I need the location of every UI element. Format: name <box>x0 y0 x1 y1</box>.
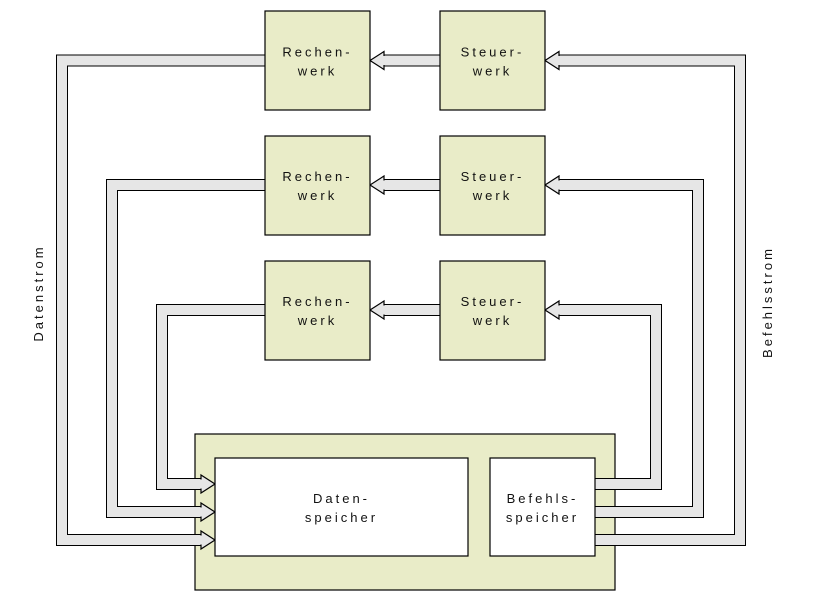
befehlsstrom-label: Befehlsstrom <box>760 246 775 358</box>
arrowhead-into-steuerwerk-1 <box>543 50 560 71</box>
datenspeicher-label-line1: Daten- <box>313 491 370 506</box>
processor-pair-3: Rechen- werk Steuer- werk <box>264 260 546 361</box>
processor-pair-1: Rechen- werk Steuer- werk <box>264 10 546 111</box>
rechenwerk-box-3 <box>264 260 371 361</box>
rechenwerk-label-line1: Rechen- <box>282 45 352 60</box>
steuerwerk-box-3 <box>439 260 546 361</box>
befehlsspeicher-box <box>489 457 596 557</box>
steuerwerk-label-line2: werk <box>472 64 512 79</box>
data-channel-2-fill <box>107 180 265 517</box>
arrowhead-into-rechenwerk-2 <box>368 174 385 196</box>
memory-section: Daten- speicher Befehls- speicher <box>214 457 596 557</box>
arrowhead-into-steuerwerk-2 <box>543 174 560 196</box>
processor-pair-2: Rechen- werk Steuer- werk <box>264 135 546 236</box>
steuerwerk-label-line1: Steuer- <box>461 169 525 184</box>
arrowhead-into-rechenwerk-1 <box>368 50 385 71</box>
data-channel-1-fill <box>57 55 265 545</box>
steuerwerk-label-line2: werk <box>472 188 512 203</box>
rechenwerk-label-line2: werk <box>297 188 337 203</box>
instruction-channel-1-fill <box>559 55 745 545</box>
instruction-channel-2-fill <box>559 180 703 517</box>
steuerwerk-label-line1: Steuer- <box>461 294 525 309</box>
arrow-head-junctions <box>197 56 563 545</box>
rechenwerk-label-line2: werk <box>297 313 337 328</box>
steuerwerk-label-line1: Steuer- <box>461 45 525 60</box>
befehlsspeicher-label-line1: Befehls- <box>507 491 579 506</box>
steuerwerk-label-line2: werk <box>472 313 512 328</box>
instruction-channel-3-fill <box>559 305 661 489</box>
datenspeicher-box <box>214 457 469 557</box>
data-channel-3-fill <box>157 305 265 489</box>
rechenwerk-box-1 <box>264 10 371 111</box>
rechenwerk-box-2 <box>264 135 371 236</box>
arrowhead-into-rechenwerk-3 <box>368 299 385 321</box>
arrow-channel-fills <box>57 55 745 545</box>
rechenwerk-label-line1: Rechen- <box>282 294 352 309</box>
rechenwerk-label-line1: Rechen- <box>282 169 352 184</box>
arrowhead-into-steuerwerk-3 <box>543 299 560 321</box>
rechenwerk-label-line2: werk <box>297 64 337 79</box>
befehlsspeicher-label-line2: speicher <box>506 510 579 525</box>
steuerwerk-box-1 <box>439 10 546 111</box>
steuerwerk-box-2 <box>439 135 546 236</box>
datenstrom-label: Datenstrom <box>31 244 46 341</box>
datenspeicher-label-line2: speicher <box>305 510 378 525</box>
